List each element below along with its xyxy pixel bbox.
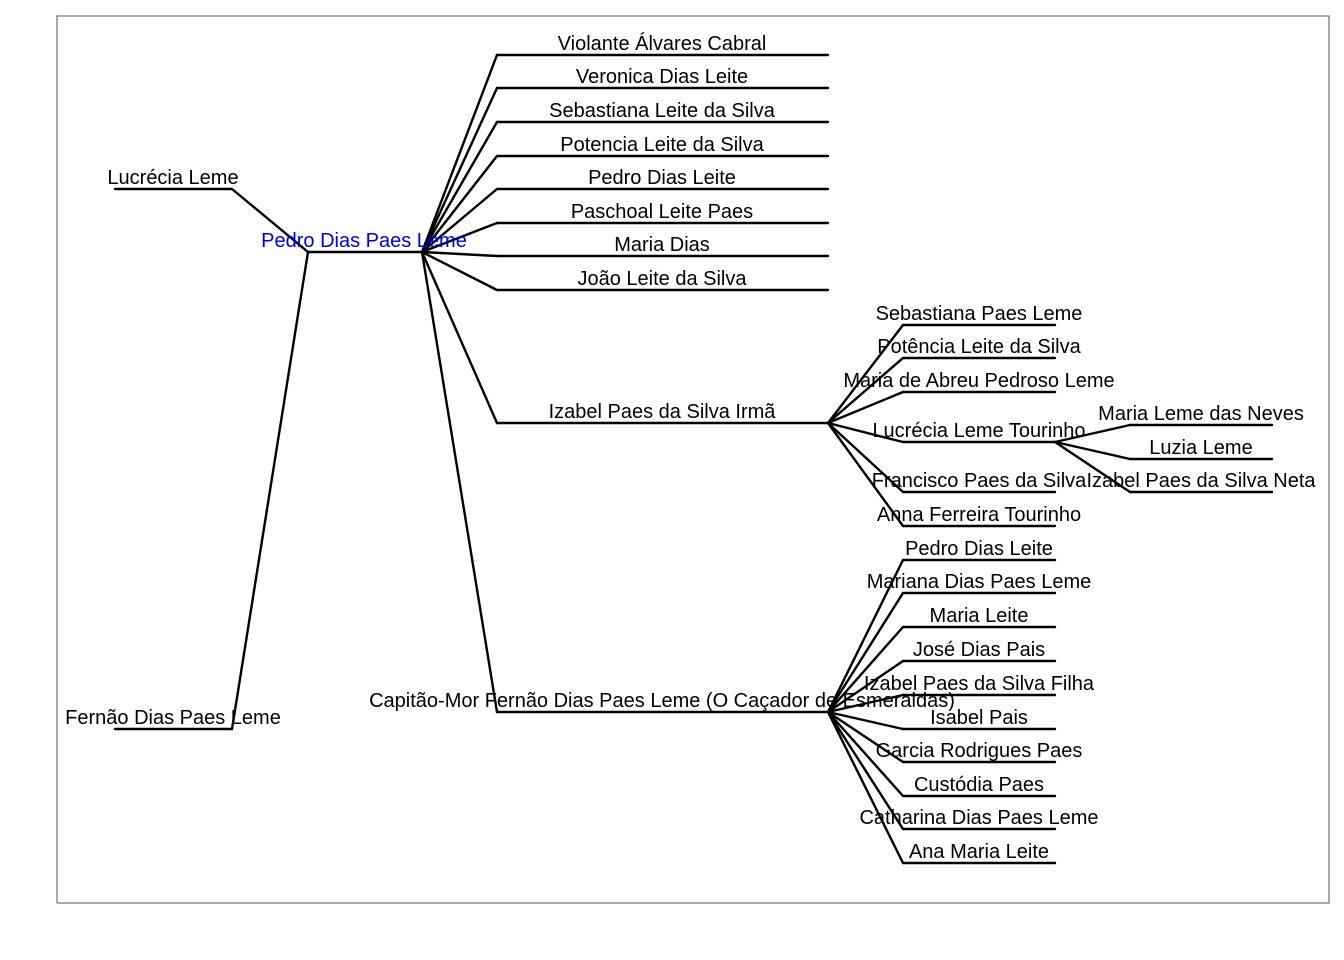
child-name[interactable]: Sebastiana Leite da Silva [549,100,776,122]
child-connector [420,250,499,258]
great-grandchild-connector [1053,440,1132,494]
grandchild-name[interactable]: Maria Leite [930,605,1029,627]
grandchild-name[interactable]: Potência Leite da Silva [877,336,1081,358]
grandchild-connector [826,591,905,714]
grandchild-name[interactable]: Francisco Paes da Silva [872,470,1087,492]
grandchild-connector [826,421,905,528]
child-connector [420,250,499,714]
grandchild-connector [826,710,905,798]
grandchild-connector [826,421,905,444]
grandchild-connector [826,558,905,714]
tree-content: Pedro Dias Paes Leme Lucrécia Leme Fernã… [65,32,1316,865]
child-connector [420,120,499,254]
child-name[interactable]: Pedro Dias Leite [588,167,736,189]
child-connector [420,187,499,254]
great-grandchild-name[interactable]: Maria Leme das Neves [1098,403,1304,425]
grandchild-name[interactable]: Izabel Paes da Silva Filha [864,673,1095,695]
grandchild-name[interactable]: Maria de Abreu Pedroso Leme [843,370,1114,392]
grandchild-name[interactable]: Garcia Rodrigues Paes [876,740,1083,762]
child-connector [420,250,499,292]
child-name[interactable]: Potencia Leite da Silva [560,134,764,156]
grandchild-name[interactable]: Anna Ferreira Tourinho [877,504,1081,526]
grandchild-name[interactable]: José Dias Pais [913,639,1045,661]
great-grandchild-connector [1053,440,1132,461]
grandchild-name[interactable]: Sebastiana Paes Leme [876,303,1083,325]
grandchild-name[interactable]: Isabel Pais [930,707,1028,729]
grandchild-connector [826,659,905,714]
grandchild-connector [826,625,905,714]
grandchild-name[interactable]: Lucrécia Leme Tourinho [872,420,1085,442]
great-grandchild-connector [1053,423,1132,444]
tree-edges [113,53,1274,865]
grandchild-connector [826,356,905,425]
parent-name[interactable]: Fernão Dias Paes Leme [65,707,281,729]
grandchild-name[interactable]: Pedro Dias Leite [905,538,1053,560]
grandchild-connector [826,710,905,831]
child-connector [420,86,499,254]
child-name[interactable]: Paschoal Leite Paes [571,201,753,223]
child-connector [420,250,499,425]
parent-connector [230,187,310,254]
great-grandchild-name[interactable]: Izabel Paes da Silva Neta [1086,470,1316,492]
tree-labels: Pedro Dias Paes Leme Lucrécia Leme Fernã… [65,32,1316,863]
great-grandchild-name[interactable]: Luzia Leme [1149,437,1252,459]
grandchild-name[interactable]: Mariana Dias Paes Leme [867,571,1092,593]
focus-person-name[interactable]: Pedro Dias Paes Leme [261,230,467,252]
grandchild-name[interactable]: Catharina Dias Paes Leme [859,807,1098,829]
grandchild-connector [826,421,905,494]
child-name[interactable]: João Leite da Silva [577,268,747,290]
child-name[interactable]: Izabel Paes da Silva Irmã [549,401,777,423]
grandchild-connector [826,710,905,865]
child-name[interactable]: Veronica Dias Leite [576,66,748,88]
diagram-frame [56,15,1330,904]
grandchild-connector [826,693,905,714]
child-connector [420,154,499,254]
grandchild-connector [826,323,905,425]
parent-name[interactable]: Lucrécia Leme [107,167,238,189]
child-name[interactable]: Maria Dias [614,234,710,256]
grandchild-connector [826,710,905,731]
child-connector [420,53,499,254]
parent-connector [230,250,310,731]
child-name[interactable]: Violante Álvares Cabral [558,32,767,55]
grandchild-name[interactable]: Custódia Paes [914,774,1044,796]
child-name[interactable]: Capitão-Mor Fernão Dias Paes Leme (O Caç… [369,690,955,712]
child-connector [420,221,499,254]
grandchild-connector [826,710,905,764]
grandchild-name[interactable]: Ana Maria Leite [909,841,1049,863]
grandchild-connector [826,390,905,425]
